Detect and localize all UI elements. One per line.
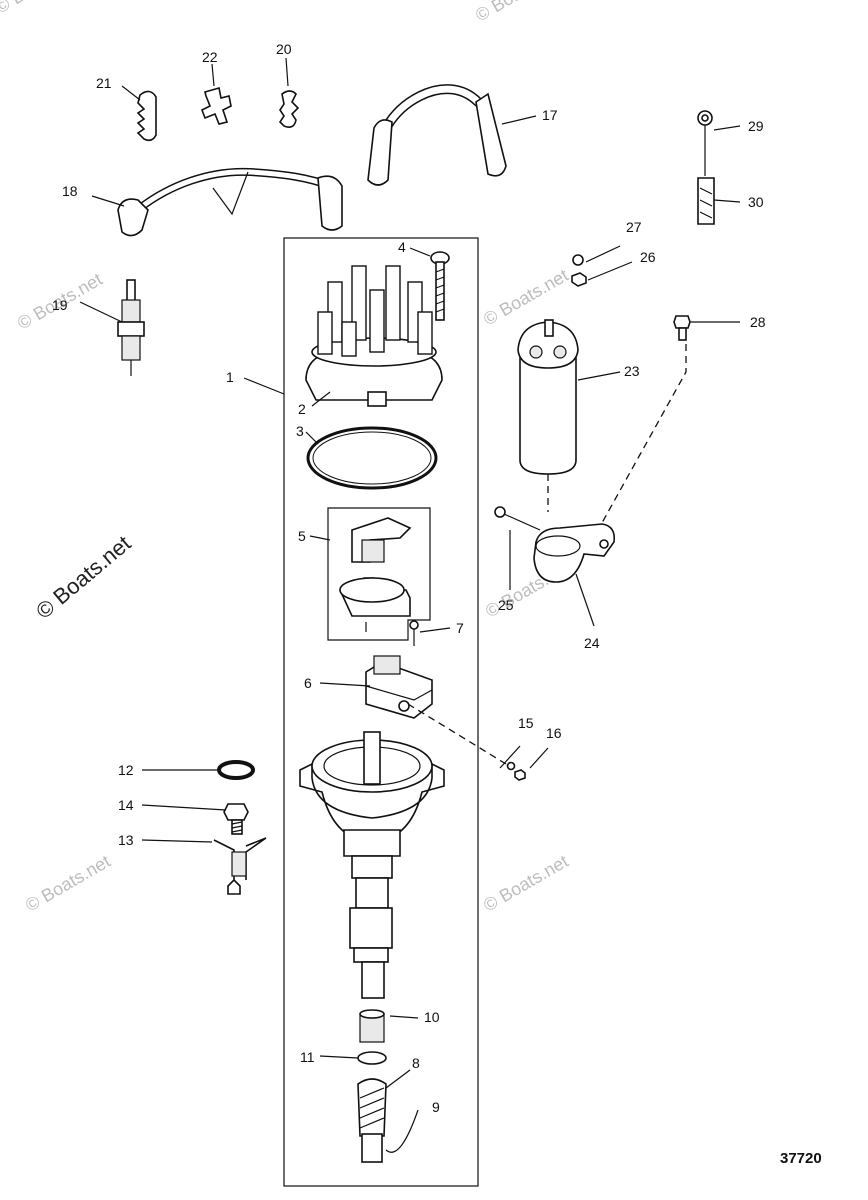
clip-part [278,90,300,128]
watermark: © Boats.net [480,265,572,329]
callout-25: 25 [498,597,514,613]
coil-wire-part [367,84,507,186]
callout-23: 23 [624,363,640,379]
callout-20: 20 [276,41,292,57]
callout-14: 14 [118,797,134,813]
cap-screw-part [430,251,450,321]
coil-bracket-part [533,523,616,583]
clip-30-part [697,177,715,225]
callout-1: 1 [226,369,234,385]
callout-8: 8 [412,1055,420,1071]
callout-18: 18 [62,183,78,199]
washer-15-part [506,761,516,771]
callout-29: 29 [748,118,764,134]
callout-21: 21 [96,75,112,91]
screw-part [409,620,419,646]
gasket-part [306,426,438,490]
callout-28: 28 [750,314,766,330]
watermark: © Boats.net [472,0,564,25]
callout-3: 3 [296,423,304,439]
module-kit-box [327,507,431,641]
ground-wire-part [697,110,713,176]
washer-12-part [217,760,255,780]
figure-number: 37720 [780,1150,822,1167]
callout-24: 24 [584,635,600,651]
callout-labels: 1 2 3 4 5 6 7 8 9 10 11 12 13 14 15 16 1… [52,41,766,1115]
callout-4: 4 [398,239,406,255]
watermark: © Boats.net [22,851,114,915]
callout-10: 10 [424,1009,440,1025]
callout-30: 30 [748,194,764,210]
watermark-main: © Boats.net [31,531,135,624]
nut-26-part [571,272,587,287]
callout-7: 7 [456,620,464,636]
module-kit-part [339,517,412,632]
hold-down-clamp-part [213,837,267,895]
distributor-housing-part [299,731,445,999]
watermark: © Boats.net [480,851,572,915]
callout-5: 5 [298,528,306,544]
leader-28-dashed [597,344,687,531]
watermark: © Boats.net [0,0,84,17]
callout-27: 27 [626,219,642,235]
callout-2: 2 [298,401,306,417]
callout-13: 13 [118,832,134,848]
screw-28-part [673,315,691,341]
spark-plug-wire-part [117,167,343,237]
callout-16: 16 [546,725,562,741]
distributor-cap-part [305,265,443,407]
washer-27-part [572,254,584,266]
callout-26: 26 [640,249,656,265]
callout-11: 11 [300,1049,315,1065]
distributor-assembly-box [283,237,479,1187]
callout-19: 19 [52,297,68,313]
callout-22: 22 [202,49,218,65]
bushing-part [359,1009,385,1043]
callout-6: 6 [304,675,312,691]
bracket-part [200,86,232,125]
callout-15: 15 [518,715,534,731]
wire-clip-part [136,90,157,142]
callout-12: 12 [118,762,134,778]
gear-part [357,1078,387,1163]
callout-9: 9 [432,1099,440,1115]
nut-16-part [514,769,526,781]
spark-plug-part [117,279,145,376]
ignition-module-part [365,655,433,719]
ignition-coil-part [517,319,579,475]
leader-lines [79,57,741,1153]
callout-17: 17 [542,107,558,123]
bolt-part [223,803,249,835]
bolt-25-part [494,506,541,531]
washer-part [357,1051,387,1065]
